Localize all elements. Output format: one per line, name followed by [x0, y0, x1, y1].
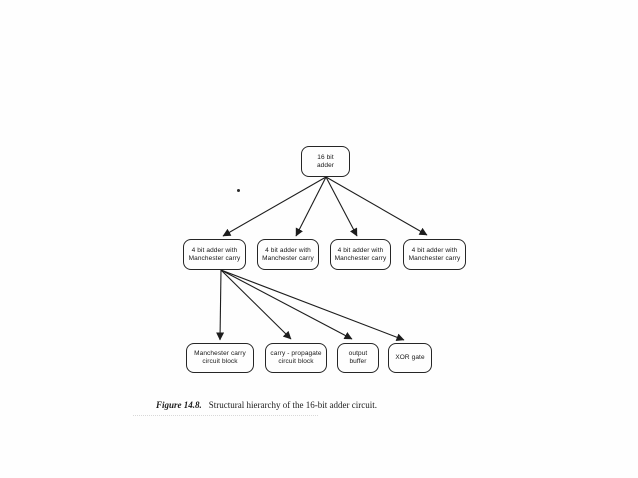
node-xor-gate: XOR gate [388, 343, 432, 373]
edge-root-to-adder2 [295, 176, 327, 237]
node-4-bit-adder-2: 4 bit adder with Manchester carry [257, 239, 319, 270]
edge-root-to-adder3 [325, 176, 358, 237]
edge-root-to-adder4 [325, 176, 428, 236]
node-output-buffer: output buffer [337, 343, 379, 373]
print-bleed-artifact [133, 415, 318, 418]
node-4-bit-adder-3: 4 bit adder with Manchester carry [330, 239, 391, 270]
figure-number: Figure 14.8. [156, 400, 202, 410]
stray-ink-dot [237, 189, 240, 192]
figure-caption-text: Structural hierarchy of the 16-bit adder… [208, 400, 377, 410]
node-carry-propagate-block: carry - propagate circuit block [265, 343, 327, 373]
figure-caption: Figure 14.8. Structural hierarchy of the … [156, 400, 476, 412]
node-manchester-carry-block: Manchester carry circuit block [186, 343, 254, 373]
edge-adder1-to-output-buffer [220, 269, 353, 340]
node-4-bit-adder-1: 4 bit adder with Manchester carry [183, 239, 246, 270]
edge-adder1-to-xor-gate [220, 269, 405, 342]
edge-adder1-to-manchester-block [216, 269, 225, 341]
node-16-bit-adder: 16 bit adder [301, 146, 350, 177]
edge-adder1-to-carry-propagate [220, 269, 292, 340]
node-4-bit-adder-4: 4 bit adder with Manchester carry [403, 239, 466, 270]
edge-root-to-adder1 [222, 176, 327, 237]
